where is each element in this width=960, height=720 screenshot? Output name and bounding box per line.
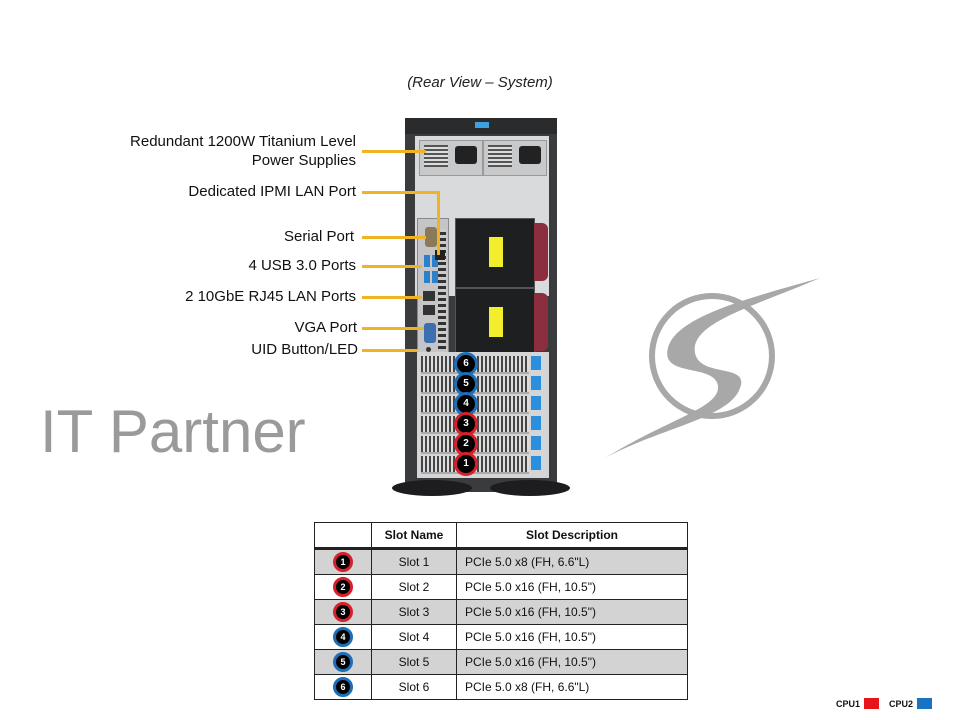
slot-number-badge: 5: [333, 652, 353, 672]
slot-number-badge: 2: [333, 577, 353, 597]
callout-ipmi-lan: Dedicated IPMI LAN Port: [188, 183, 356, 200]
power-supply-1: [419, 140, 483, 176]
slot-latch-icon: [531, 376, 541, 390]
callout-power-supplies: Redundant 1200W Titanium Level Power Sup…: [130, 132, 356, 170]
slot-name-cell: Slot 1: [371, 548, 457, 575]
table-row: 5 Slot 5 PCIe 5.0 x16 (FH, 10.5"): [314, 649, 688, 675]
usb-port-icon: [424, 255, 430, 267]
slot-description-cell: PCIe 5.0 x8 (FH, 6.6"L): [456, 548, 688, 575]
callout-line: [362, 296, 422, 299]
chassis-top-led-icon: [475, 122, 489, 128]
callout-lan-ports: 2 10GbE RJ45 LAN Ports: [185, 288, 356, 305]
header-slot-name: Slot Name: [371, 522, 457, 550]
ipmi-port-icon: [435, 250, 445, 260]
usb-port-icon: [432, 255, 438, 267]
figure-caption: (Rear View – System): [407, 74, 553, 91]
callout-uid-button: UID Button/LED: [251, 341, 358, 358]
slot-number-badge: 3: [333, 602, 353, 622]
slot-name-cell: Slot 3: [371, 599, 457, 625]
callout-text: Redundant 1200W Titanium Level: [130, 133, 356, 150]
slot-number-badge: 1: [333, 552, 353, 572]
power-socket-icon: [519, 146, 541, 164]
header-badge-column: [314, 522, 372, 550]
callout-vga-port: VGA Port: [294, 319, 357, 336]
slot-table: Slot Name Slot Description 1 Slot 1 PCIe…: [314, 522, 688, 700]
io-panel: [417, 218, 449, 355]
expansion-slots: [417, 352, 549, 478]
chassis-foot-left: [392, 480, 472, 496]
slot-latch-icon: [531, 436, 541, 450]
chassis-foot-right: [490, 480, 570, 496]
slot-latch-icon: [531, 356, 541, 370]
table-header-row: Slot Name Slot Description: [314, 522, 688, 550]
serial-port-icon: [425, 227, 437, 247]
slot-number-badge: 6: [333, 677, 353, 697]
slot-description-cell: PCIe 5.0 x16 (FH, 10.5"): [456, 574, 688, 600]
callout-line: [437, 191, 440, 255]
rear-fan-1: [455, 218, 548, 288]
slot-latch-icon: [531, 396, 541, 410]
callout-line: [362, 349, 418, 352]
watermark-logo-icon: [605, 278, 820, 458]
uid-led-icon: [426, 347, 431, 352]
io-vent: [438, 229, 446, 349]
legend-swatch-cpu1: [863, 698, 879, 709]
callout-line: [362, 236, 426, 239]
usb-port-icon: [424, 271, 430, 283]
slot-description-cell: PCIe 5.0 x16 (FH, 10.5"): [456, 599, 688, 625]
vga-port-icon: [424, 323, 436, 343]
fan-handle: [534, 293, 548, 351]
callout-line: [362, 191, 440, 194]
slot-number-badge: 4: [333, 627, 353, 647]
callout-text: Power Supplies: [251, 152, 356, 169]
power-socket-icon: [455, 146, 477, 164]
slot-description-cell: PCIe 5.0 x16 (FH, 10.5"): [456, 624, 688, 650]
callout-line: [362, 265, 422, 268]
server-chassis-rear: [405, 118, 557, 492]
slot-latch-icon: [531, 416, 541, 430]
legend-label-cpu1: CPU1: [835, 698, 860, 709]
table-row: 3 Slot 3 PCIe 5.0 x16 (FH, 10.5"): [314, 599, 688, 625]
usb-port-icon: [432, 271, 438, 283]
rear-fan-2: [455, 288, 548, 358]
callout-serial-port: Serial Port: [283, 228, 354, 245]
rj45-port-icon: [423, 305, 435, 315]
callout-line: [362, 150, 426, 153]
legend-swatch-cpu2: [917, 698, 932, 709]
watermark-text: IT Partner: [40, 398, 306, 465]
slot-description-cell: PCIe 5.0 x16 (FH, 10.5"): [456, 649, 688, 675]
legend-label-cpu2: CPU2: [888, 698, 913, 709]
cpu-legend: CPU1 CPU2: [836, 698, 938, 709]
table-row: 2 Slot 2 PCIe 5.0 x16 (FH, 10.5"): [314, 574, 688, 600]
table-row: 1 Slot 1 PCIe 5.0 x8 (FH, 6.6"L): [314, 548, 688, 575]
slot-latch-icon: [531, 456, 541, 470]
callout-line: [362, 327, 424, 330]
rj45-port-icon: [423, 291, 435, 301]
table-row: 6 Slot 6 PCIe 5.0 x8 (FH, 6.6"L): [314, 674, 688, 700]
slot-badge-1: 1: [454, 452, 478, 476]
slot-name-cell: Slot 6: [371, 674, 457, 700]
fan-handle: [534, 223, 548, 281]
callout-usb-ports: 4 USB 3.0 Ports: [248, 257, 356, 274]
slot-name-cell: Slot 4: [371, 624, 457, 650]
slot-name-cell: Slot 5: [371, 649, 457, 675]
header-slot-description: Slot Description: [456, 522, 688, 550]
power-supply-2: [483, 140, 547, 176]
slot-description-cell: PCIe 5.0 x8 (FH, 6.6"L): [456, 674, 688, 700]
slot-name-cell: Slot 2: [371, 574, 457, 600]
table-row: 4 Slot 4 PCIe 5.0 x16 (FH, 10.5"): [314, 624, 688, 650]
